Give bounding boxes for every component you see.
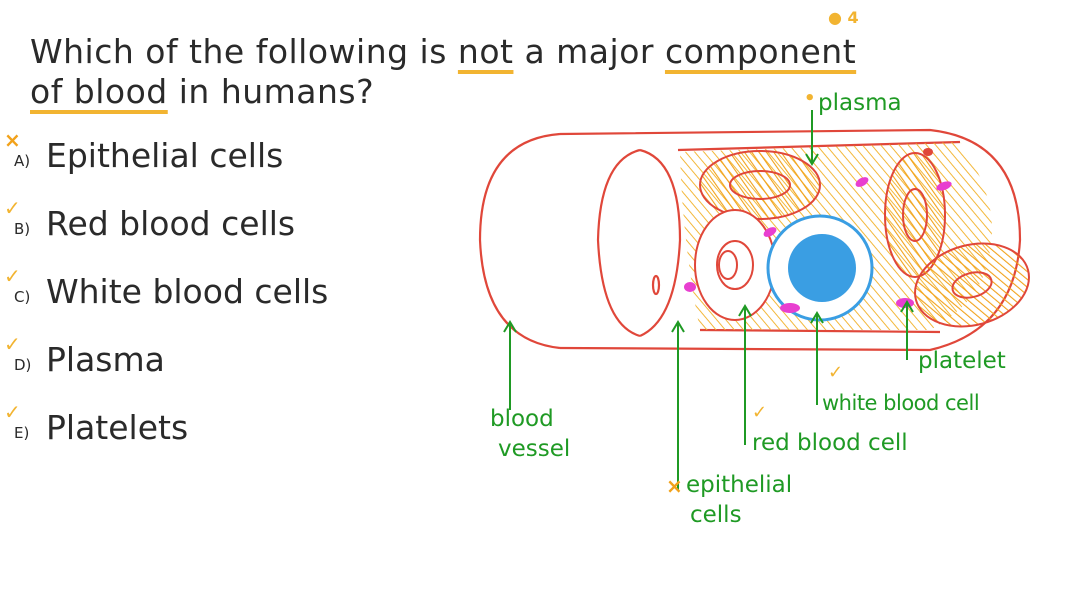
question-not: not — [457, 32, 514, 71]
option-text: Platelets — [46, 408, 189, 447]
question-line-1: Which of the following is not a major co… — [30, 32, 856, 71]
option-a[interactable]: × A) Epithelial cells — [0, 128, 360, 186]
option-b[interactable]: ✓ B) Red blood cells — [0, 196, 360, 254]
label-plasma: plasma — [818, 90, 902, 116]
platelets — [684, 148, 952, 313]
option-letter: A) — [14, 152, 31, 170]
option-text: Epithelial cells — [46, 136, 284, 175]
label-red-blood-cell: red blood cell — [752, 430, 908, 456]
label-pointers — [503, 110, 914, 490]
label-epithelial-line-1: epithelial — [686, 472, 793, 498]
option-d[interactable]: ✓ D) Plasma — [0, 332, 360, 390]
option-letter: E) — [14, 424, 30, 442]
option-text: Red blood cells — [46, 204, 296, 243]
label-blood-line-2: vessel — [498, 436, 571, 462]
check-icon: ✓ — [752, 402, 768, 423]
question-text: a major — [513, 32, 665, 71]
option-c[interactable]: ✓ C) White blood cells — [0, 264, 360, 322]
question-line-2: of blood in humans? — [30, 72, 374, 111]
option-e[interactable]: ✓ E) Platelets — [0, 400, 360, 458]
red-blood-cells — [694, 150, 1030, 328]
option-letter: B) — [14, 220, 31, 238]
option-letter: D) — [14, 356, 32, 374]
question-marker: ● 4 — [828, 8, 859, 27]
option-text: White blood cells — [46, 272, 329, 311]
check-icon: ✓ — [4, 332, 21, 356]
question-of-blood: of blood — [30, 72, 168, 111]
check-icon: ✓ — [4, 400, 21, 424]
check-icon: ✓ — [4, 264, 21, 288]
question-marker-number: 4 — [847, 8, 859, 27]
label-platelet: platelet — [918, 348, 1006, 374]
label-blood-line-1: blood — [490, 406, 554, 432]
check-icon: ✓ — [4, 196, 21, 220]
option-letter: C) — [14, 288, 31, 306]
cross-icon: × — [666, 474, 683, 498]
white-blood-cell — [766, 214, 874, 322]
question-text: Which of the following is — [30, 32, 458, 71]
question-component: component — [664, 32, 857, 71]
cross-icon: × — [4, 128, 21, 152]
label-white-blood-cell: white blood cell — [822, 391, 980, 415]
label-epithelial-line-2: cells — [690, 502, 742, 528]
check-icon: • — [804, 88, 816, 109]
option-text: Plasma — [46, 340, 165, 379]
blood-vessel — [478, 128, 1022, 352]
check-icon: ✓ — [828, 362, 844, 383]
question-text: in humans? — [167, 72, 375, 111]
